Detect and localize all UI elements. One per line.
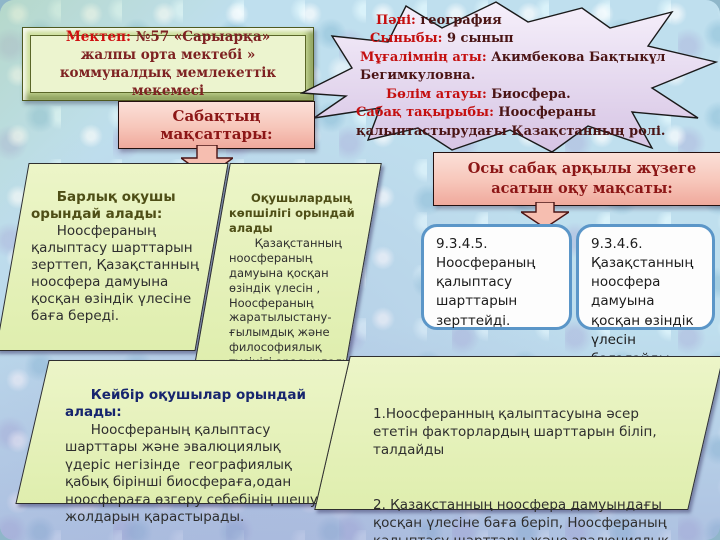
outcome-line-2: 2. Қазақстанның ноосфера дамуындағы қосқ… — [373, 496, 669, 540]
learning-objective-text: Осы сабақ арқылы жүзеге асатын оқу мақса… — [467, 159, 697, 197]
teacher-value: Акимбекова Бақтыкүл Бегимкуловна. — [360, 49, 666, 84]
ability-all-header: Барлық оқушы орындай алады: — [31, 189, 181, 222]
school-value: №57 «Сарыарқа» жалпы орта мектебі » комм… — [59, 28, 277, 100]
lesson-info-text: Пәні: география Сыныбы: 9 сынып Мұғалімн… — [356, 12, 694, 141]
objective-code: 9.3.4.5. — [436, 236, 488, 252]
starburst-polygon — [300, 1, 719, 153]
starburst-shape — [300, 1, 719, 153]
objective-card-9345: 9.3.4.5. Ноосфераның қалыптасу шарттарын… — [421, 224, 572, 330]
objective-text: Қазақстанның ноосфера дамуына қосқан өзі… — [591, 255, 694, 367]
learning-objective-banner: Осы сабақ арқылы жүзеге асатын оқу мақса… — [433, 152, 720, 206]
unit-value: Биосфера. — [486, 86, 571, 102]
school-title-box: Мектеп: №57 «Сарыарқа» жалпы орта мектеб… — [22, 27, 314, 101]
grade-label: Сыныбы: — [370, 31, 443, 47]
down-arrow-objective — [521, 202, 569, 228]
objective-card-9346: 9.3.4.6. Қазақстанның ноосфера дамуына қ… — [576, 224, 715, 367]
ability-all-body: Ноосфераның қалыптасу шарттарын зерттеп,… — [31, 223, 204, 324]
lesson-goals-text: Сабақтың мақсаттары: — [160, 107, 273, 143]
ability-box-all-students: Барлық оқушы орындай алады: Ноосфераның … — [0, 163, 229, 351]
school-label: Мектеп: — [65, 28, 131, 45]
lesson-info-starburst: Пәні: география Сыныбы: 9 сынып Мұғалімн… — [300, 0, 720, 158]
objective-text: Ноосфераның қалыптасу шарттарын зерттейд… — [436, 255, 536, 329]
ability-box-most-students: Оқушылардың көпшілігі орындай алады Қаза… — [194, 163, 382, 399]
teacher-label: Мұғалімнің аты: — [360, 49, 487, 65]
subject-label: Пәні: — [376, 13, 416, 28]
school-title-text: Мектеп: №57 «Сарыарқа» жалпы орта мектеб… — [30, 29, 306, 99]
outcome-box: 1.Ноосферанның қалыптасуына әсер ететін … — [314, 356, 720, 540]
ability-some-header: Кейбір оқушылар орындай алады: — [65, 386, 311, 421]
subject-value: география — [415, 13, 502, 28]
topic-label: Сабақ тақырыбы: — [356, 105, 494, 121]
grade-value: 9 сынып — [442, 31, 514, 47]
ability-box-some-students: Кейбір оқушылар орындай алады: Ноосферан… — [15, 360, 351, 525]
ability-most-header: Оқушылардың көпшілігі орындай алады — [229, 190, 359, 235]
ability-some-body: Ноосфераның қалыптасу шарттары және эвал… — [65, 421, 318, 526]
unit-label: Бөлім атауы: — [386, 86, 487, 102]
objective-code: 9.3.4.6. — [591, 236, 643, 252]
topic-value: Ноосфераны қалыптастырудағы Қазақстанның… — [356, 105, 666, 139]
lesson-goals-banner: Сабақтың мақсаттары: — [118, 101, 315, 149]
outcome-line-1: 1.Ноосферанның қалыптасуына әсер ететін … — [373, 406, 661, 459]
